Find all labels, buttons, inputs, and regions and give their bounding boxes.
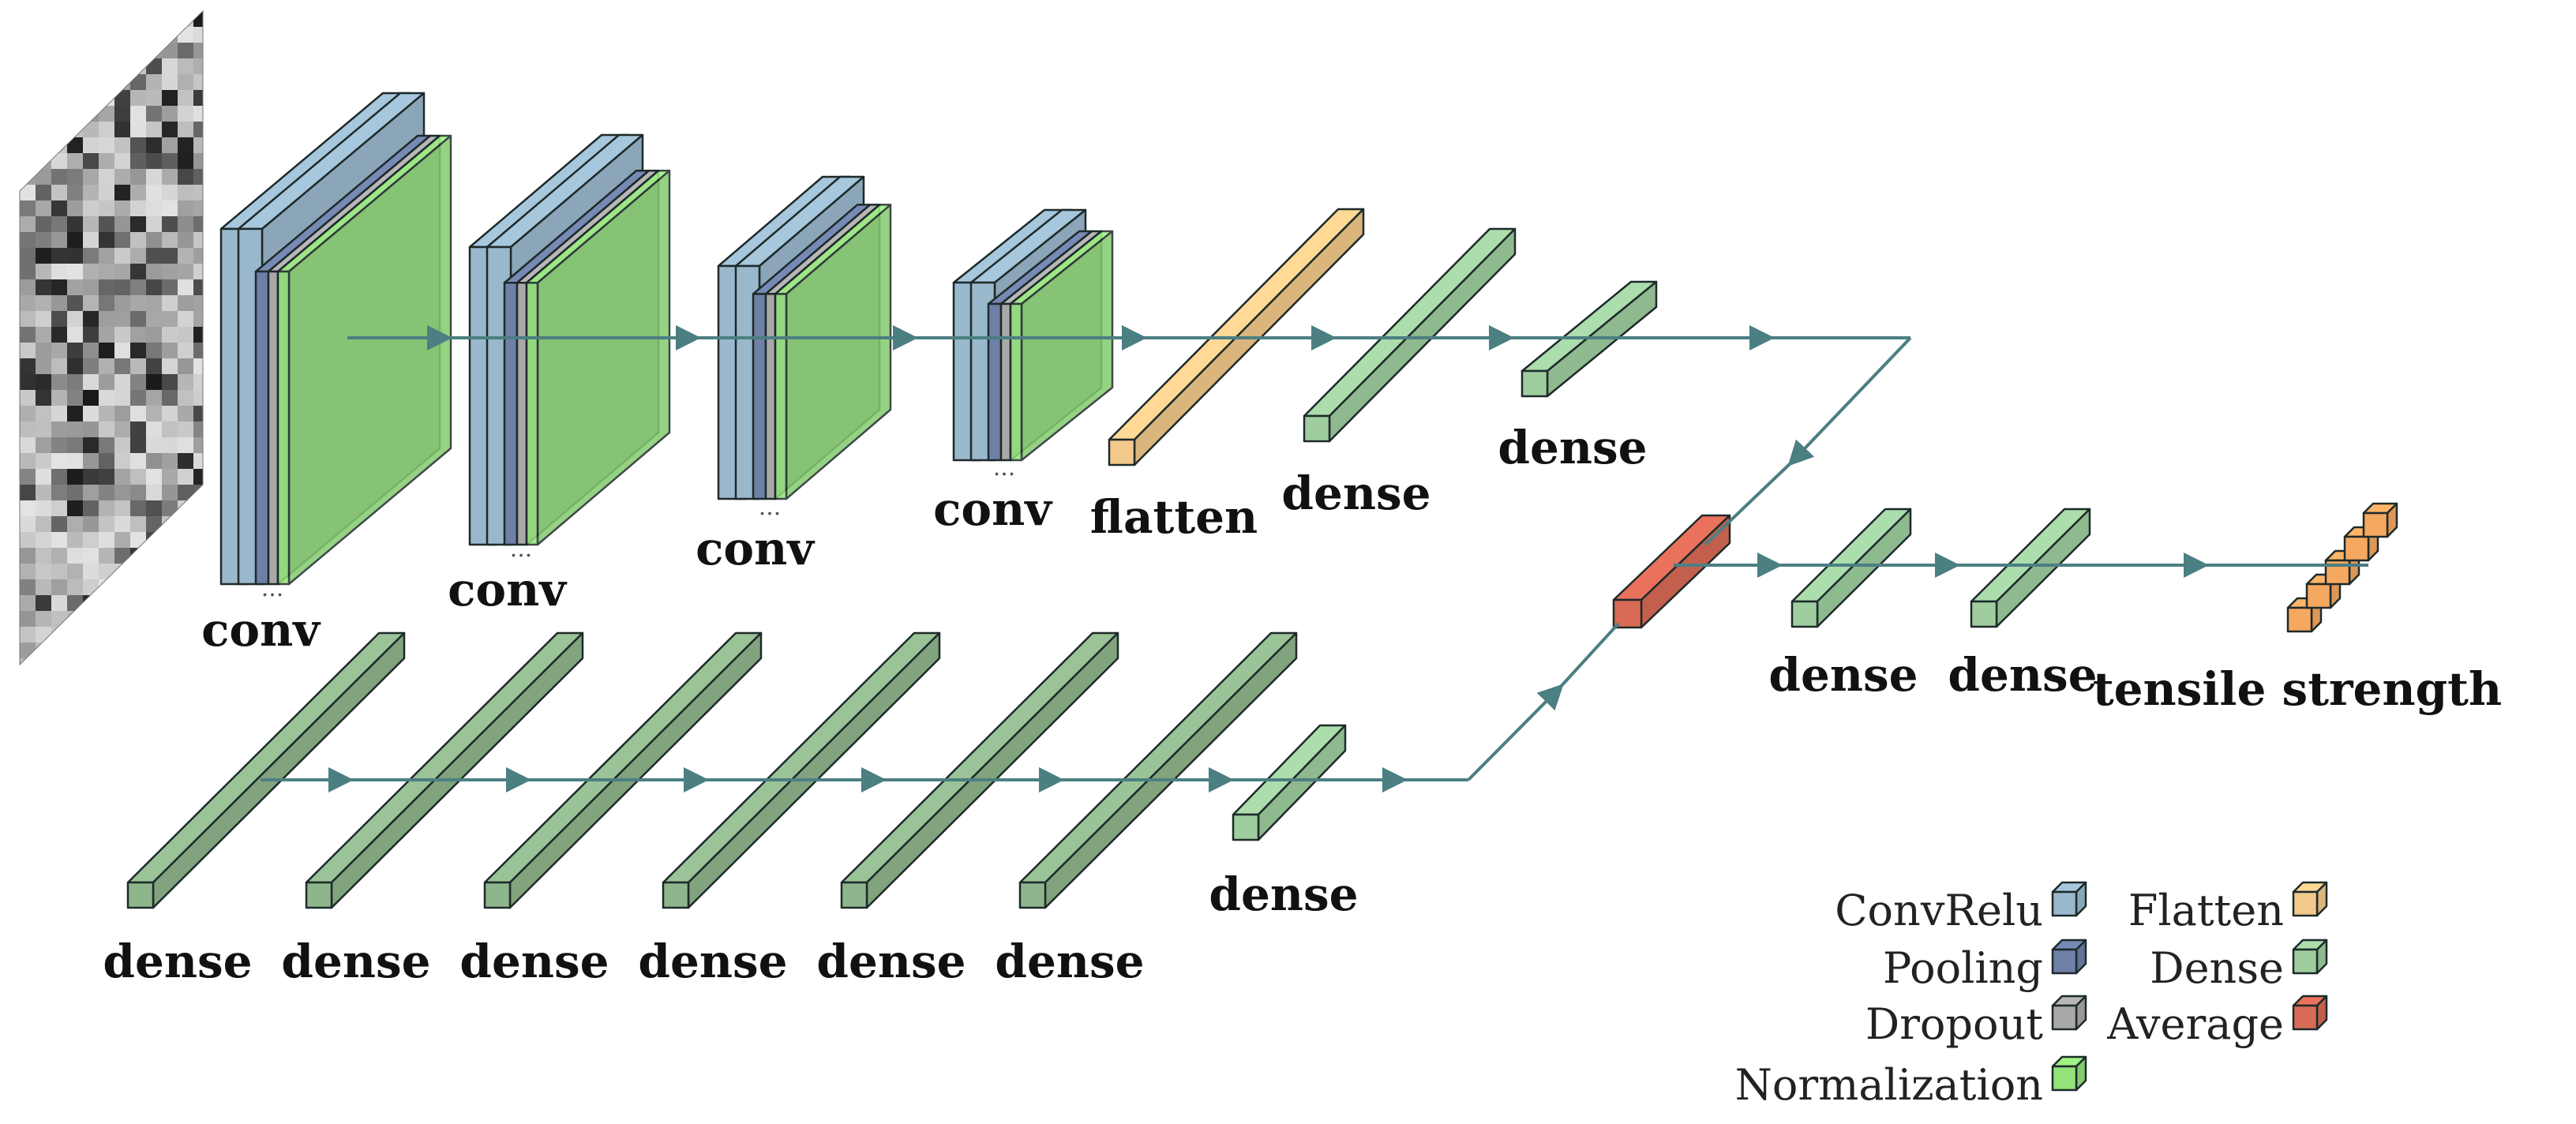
label-dense-bottom-2: dense bbox=[281, 935, 430, 988]
dense-layer-bottom-3 bbox=[483, 631, 763, 909]
dense-layer-bottom-1 bbox=[126, 631, 406, 909]
dense-layer-bottom-4 bbox=[662, 631, 941, 909]
legend-cube-pooling-icon bbox=[2051, 939, 2087, 975]
legend-label-normalization: Normalization bbox=[1735, 1060, 2043, 1110]
arrow-top-to-average bbox=[1787, 336, 1912, 466]
normalization-layer bbox=[525, 169, 671, 546]
conv-block-2 bbox=[468, 133, 671, 546]
label-dense-bottom-4: dense bbox=[638, 935, 787, 988]
legend-label-pooling: Pooling bbox=[1883, 943, 2043, 993]
dense-layer-top-1 bbox=[1303, 227, 1517, 443]
dense-layer-merge-2 bbox=[1970, 508, 2091, 628]
arrow-bottom-to-average bbox=[1467, 684, 1564, 781]
label-dense-bottom-3: dense bbox=[459, 935, 609, 988]
legend-cube-dropout-icon bbox=[2051, 995, 2087, 1031]
arrow-top-to-average-2 bbox=[1704, 460, 1794, 546]
label-output: tensile strength bbox=[2093, 662, 2502, 716]
legend: ConvRelu Pooling Dropout Normalization F… bbox=[1735, 881, 2328, 1110]
label-conv-1: conv bbox=[201, 603, 321, 657]
output-layer bbox=[2286, 502, 2398, 633]
dense-layer-bottom-5 bbox=[840, 631, 1119, 909]
label-dense-bottom-6: dense bbox=[995, 935, 1144, 988]
layer-labels: conv conv conv conv flatten dense dense … bbox=[103, 421, 2502, 988]
label-dense-bottom-5: dense bbox=[816, 935, 966, 988]
ellipsis-marks: ... ... ... ... bbox=[261, 454, 1016, 602]
ellipsis-conv-2: ... bbox=[510, 535, 533, 563]
output-cube-5 bbox=[2362, 502, 2398, 538]
label-dense-merge-2: dense bbox=[1948, 648, 2097, 702]
legend-label-flatten: Flatten bbox=[2128, 886, 2284, 935]
legend-cube-flatten-icon bbox=[2292, 881, 2328, 917]
label-dense-top-2: dense bbox=[1498, 421, 1647, 474]
legend-cube-dense-icon bbox=[2292, 939, 2328, 975]
output-cube-4 bbox=[2343, 526, 2379, 562]
label-flatten: flatten bbox=[1090, 490, 1258, 544]
label-dense-bottom-1: dense bbox=[103, 935, 252, 988]
legend-label-dropout: Dropout bbox=[1865, 999, 2043, 1049]
ellipsis-conv-4: ... bbox=[993, 454, 1016, 481]
normalization-layer bbox=[276, 134, 452, 586]
dense-layer-bottom-6 bbox=[1018, 631, 1298, 909]
arrow-bottom-to-average-2 bbox=[1558, 622, 1620, 690]
average-layer bbox=[1612, 514, 1731, 629]
legend-cube-average-icon bbox=[2292, 995, 2328, 1031]
network-layers bbox=[126, 92, 2398, 909]
ellipsis-conv-3: ... bbox=[759, 493, 782, 521]
legend-cube-convrelu-icon bbox=[2051, 881, 2087, 917]
normalization-layer bbox=[1009, 230, 1114, 462]
ellipsis-conv-1: ... bbox=[261, 575, 284, 602]
conv-block-4 bbox=[952, 208, 1114, 462]
normalization-layer bbox=[774, 204, 892, 500]
label-conv-3: conv bbox=[696, 522, 816, 575]
label-conv-2: conv bbox=[448, 563, 568, 616]
dense-layer-merge-1 bbox=[1790, 508, 1912, 628]
legend-label-average: Average bbox=[2106, 999, 2284, 1049]
input-micrograph-image bbox=[19, 9, 204, 666]
label-conv-4: conv bbox=[933, 482, 1053, 536]
legend-icons bbox=[2051, 881, 2328, 1092]
conv-block-1 bbox=[219, 92, 452, 586]
dense-layer-bottom-2 bbox=[305, 631, 584, 909]
legend-cube-normalization-icon bbox=[2051, 1055, 2087, 1092]
label-dense-merge-1: dense bbox=[1768, 648, 1918, 702]
legend-label-dense: Dense bbox=[2150, 943, 2284, 993]
dense-layer-bottom-7 bbox=[1232, 724, 1347, 841]
legend-label-convrelu: ConvRelu bbox=[1835, 886, 2043, 935]
label-dense-top-1: dense bbox=[1281, 466, 1430, 520]
connection-arrows bbox=[261, 325, 2368, 792]
label-dense-bottom-7: dense bbox=[1209, 867, 1358, 921]
